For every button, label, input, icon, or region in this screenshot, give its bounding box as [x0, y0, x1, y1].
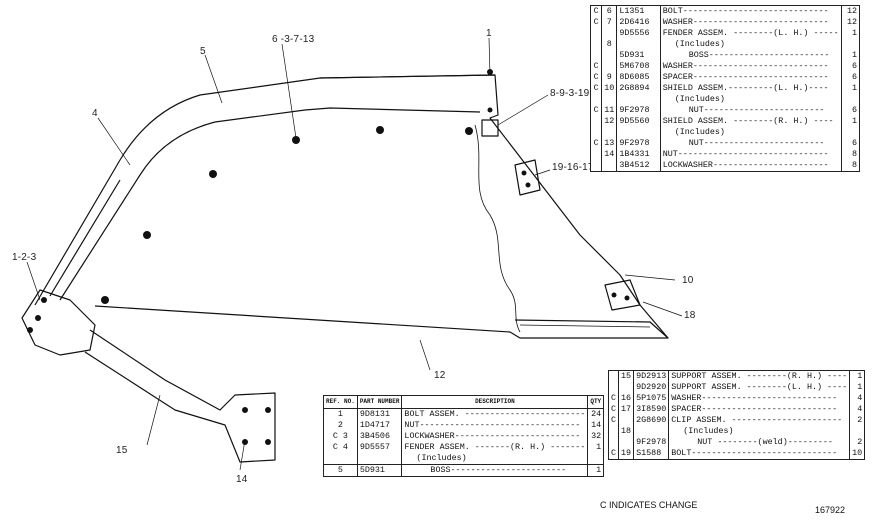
change-legend-note: C INDICATES CHANGE	[600, 500, 698, 510]
fender-bottom-rail	[514, 319, 669, 339]
bolt-head	[611, 292, 617, 298]
callout-18: 18	[684, 310, 696, 321]
bolt-head	[41, 297, 47, 303]
fender-rail-detail	[519, 324, 651, 328]
fender-outer-edge	[34, 74, 669, 339]
part-number-header: PART NUMBER	[356, 395, 403, 409]
bolt-head	[521, 170, 527, 176]
bolt-head	[27, 327, 33, 333]
bolt-head	[265, 407, 271, 413]
bolt-head	[487, 69, 493, 75]
parts-row: 8(Includes)	[591, 39, 860, 50]
fender-front-bracket	[21, 289, 96, 356]
figure-number: 167922	[815, 505, 846, 515]
callout-8-9-3-19: 8-9-3-19	[550, 88, 590, 99]
callout-15: 15	[116, 445, 128, 456]
bolt-head	[35, 315, 41, 321]
fender-top-band	[59, 107, 481, 301]
parts-row: (Includes)	[591, 127, 860, 138]
bolt-head	[376, 126, 384, 134]
shield-bracket-lower	[604, 279, 641, 311]
bolt-head	[487, 107, 493, 113]
qty-header: QTY	[587, 395, 605, 409]
bolt-head	[292, 136, 300, 144]
leader-lines	[26, 37, 683, 471]
bolt-head	[101, 296, 109, 304]
callout-1: 1	[486, 28, 492, 39]
bolt-head	[465, 127, 473, 135]
fender-break-line	[474, 124, 521, 333]
description-header: DESCRIPTION	[401, 395, 589, 409]
parts-row: 18(Includes)	[609, 426, 865, 437]
parts-row: (Includes)	[324, 453, 604, 465]
parts-row: (Includes)	[591, 94, 860, 105]
parts-table-header: REF. NO. PART NUMBER DESCRIPTION QTY	[323, 395, 605, 409]
callout-4: 4	[92, 108, 98, 119]
bolt-head	[242, 439, 248, 445]
callout-12: 12	[434, 370, 446, 381]
bolt-head	[265, 439, 271, 445]
bolt-head	[143, 231, 151, 239]
fender-mount-block	[481, 119, 499, 137]
bolt-head	[242, 407, 248, 413]
shield-bracket-upper	[514, 159, 541, 196]
ref-no-header: REF. NO.	[323, 395, 358, 409]
callout-5: 5	[200, 46, 206, 57]
fender-inner-line	[49, 179, 121, 297]
callout-14: 14	[236, 474, 248, 485]
callout-10: 10	[682, 275, 694, 286]
bolt-head	[209, 170, 217, 178]
support-arm	[84, 329, 276, 463]
callout-19-16-17-11: 19-16-17 11	[552, 162, 608, 173]
bolt-head	[525, 182, 531, 188]
bolt-head	[624, 295, 630, 301]
callout-6-3-7-13: 6 -3-7-13	[272, 34, 315, 45]
callout-1-2-3: 1-2-3	[12, 252, 37, 263]
fender-top-edge	[319, 74, 496, 79]
